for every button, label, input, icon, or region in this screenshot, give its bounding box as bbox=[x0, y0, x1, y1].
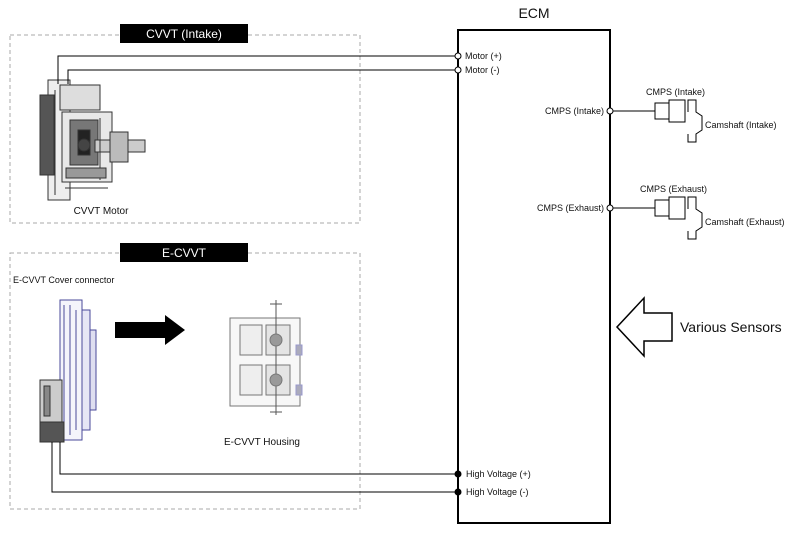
ecm-title: ECM bbox=[518, 5, 549, 21]
e-cvvt-connector-block bbox=[39, 379, 65, 443]
pin-hv-pos bbox=[454, 470, 462, 478]
ecm-block: ECM bbox=[457, 5, 611, 524]
e-cvvt-housing-label: E-CVVT Housing bbox=[224, 437, 300, 448]
hv-wires bbox=[51, 442, 455, 493]
cvvt-intake-banner-text: CVVT (Intake) bbox=[146, 27, 222, 41]
wire-motor-neg bbox=[67, 69, 455, 84]
motor-wires bbox=[57, 55, 455, 84]
cmps-intake-sensor-drawing bbox=[654, 99, 703, 143]
pin-label-hv-neg: High Voltage (-) bbox=[466, 487, 529, 497]
various-sensors-group: Various Sensors bbox=[615, 296, 782, 358]
cmps-exhaust-camshaft-label: Camshaft (Exhaust) bbox=[705, 217, 785, 227]
cmps-intake-sensor-label: CMPS (Intake) bbox=[646, 87, 705, 97]
wire-hv-neg bbox=[51, 442, 455, 493]
cmps-exhaust-sensor-label: CMPS (Exhaust) bbox=[640, 184, 707, 194]
e-cvvt-banner bbox=[120, 243, 248, 262]
cvvt-motor-caption: CVVT Motor bbox=[74, 206, 129, 217]
pin-cmps-exhaust bbox=[606, 204, 614, 212]
cmps-exhaust-group: CMPS (Exhaust) CMPS (Exhaust) Camshaft (… bbox=[537, 184, 785, 240]
cvvt-intake-group: CVVT (Intake) CVVT Motor bbox=[9, 24, 361, 224]
pin-motor-pos bbox=[454, 52, 462, 60]
pin-label-motor-pos: Motor (+) bbox=[465, 51, 502, 61]
cvvt-motor-drawing bbox=[39, 79, 146, 201]
pin-label-hv-pos: High Voltage (+) bbox=[466, 469, 531, 479]
pin-label-motor-neg: Motor (-) bbox=[465, 65, 500, 75]
ecm-box bbox=[457, 29, 611, 524]
cvvt-intake-banner bbox=[120, 24, 248, 43]
e-cvvt-group: E-CVVT E-CVVT Cover connector bbox=[9, 243, 361, 510]
pin-cmps-intake bbox=[606, 107, 614, 115]
cmps-exhaust-pin-label: CMPS (Exhaust) bbox=[537, 203, 604, 213]
wire-hv-pos bbox=[59, 442, 455, 475]
various-sensors-label: Various Sensors bbox=[680, 319, 782, 335]
e-cvvt-cover-label: E-CVVT Cover connector bbox=[13, 275, 114, 285]
pin-hv-neg bbox=[454, 488, 462, 496]
wire-motor-pos bbox=[57, 55, 455, 84]
cmps-exhaust-sensor-drawing bbox=[654, 196, 703, 240]
cmps-intake-group: CMPS (Intake) CMPS (Intake) Camshaft (In… bbox=[545, 87, 777, 143]
e-cvvt-housing-drawing bbox=[229, 300, 303, 415]
various-sensors-arrow bbox=[615, 296, 673, 358]
pin-motor-neg bbox=[454, 66, 462, 74]
e-cvvt-banner-text: E-CVVT bbox=[162, 246, 207, 260]
cmps-intake-pin-label: CMPS (Intake) bbox=[545, 106, 604, 116]
right-arrow bbox=[115, 315, 185, 345]
e-cvvt-cover-drawing bbox=[59, 299, 97, 441]
cmps-intake-camshaft-label: Camshaft (Intake) bbox=[705, 120, 777, 130]
